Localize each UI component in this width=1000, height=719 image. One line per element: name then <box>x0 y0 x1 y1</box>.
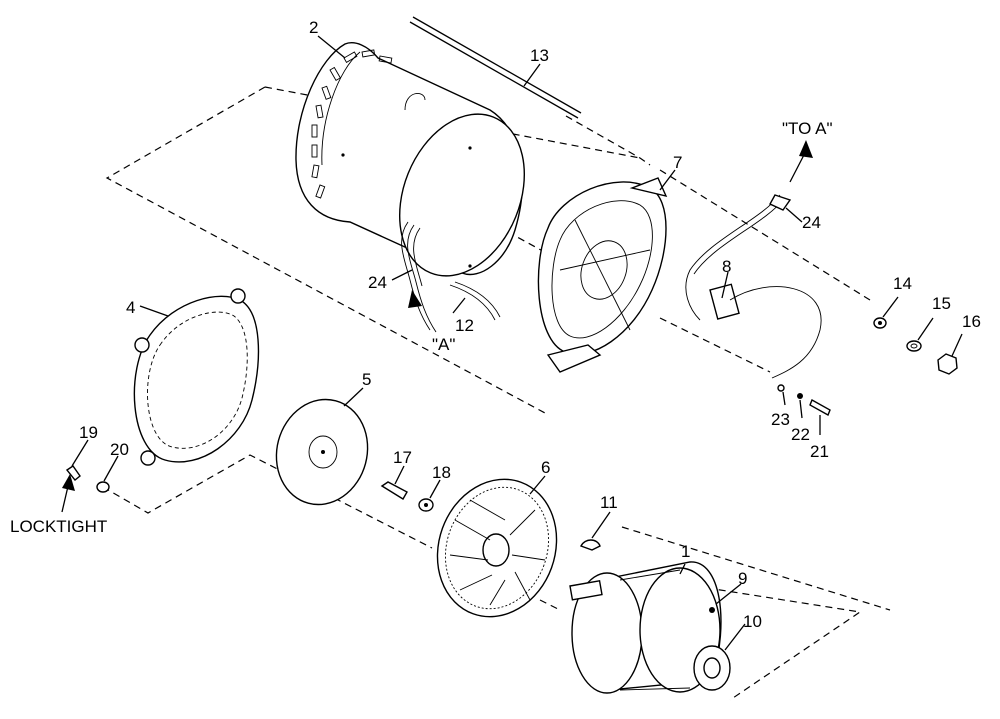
label-part-18: 18 <box>432 463 451 482</box>
parts-17-18-bolt-washer <box>380 481 434 512</box>
part-6-fan <box>436 478 558 618</box>
arrowheads <box>62 140 813 491</box>
part-8-wire-harness <box>685 194 822 379</box>
label-part-19: 19 <box>79 423 98 442</box>
label-part-7: 7 <box>673 153 682 172</box>
note-to-a: "TO A" <box>782 119 833 138</box>
parts-14-15-16-washers-nut <box>873 317 958 375</box>
label-part-11: 11 <box>600 493 618 512</box>
parts-21-22-23-screw <box>777 384 831 416</box>
part-13-stud-rod <box>409 16 582 119</box>
label-part-22: 22 <box>791 425 810 444</box>
label-part-16: 16 <box>962 312 981 331</box>
label-part-17: 17 <box>393 448 412 467</box>
label-part-10: 10 <box>743 612 762 631</box>
part-2-stator-housing <box>295 42 526 333</box>
label-part-1: 1 <box>681 542 690 561</box>
label-part-9: 9 <box>738 569 747 588</box>
label-part-20: 20 <box>110 440 129 459</box>
parts-19-20-bolt-washer <box>65 465 110 493</box>
housing-vent-slots <box>311 49 393 199</box>
part-labels: 1 2 4 5 6 7 8 9 10 11 12 13 14 15 16 17 … <box>79 18 981 631</box>
label-part-13: 13 <box>530 46 549 65</box>
part-7-end-bracket <box>537 177 668 373</box>
label-part-24-left: 24 <box>368 273 387 292</box>
label-part-21: 21 <box>810 442 829 461</box>
part-1-rotor <box>569 561 731 694</box>
label-part-5: 5 <box>362 370 371 389</box>
part-5-flex-plate <box>275 398 369 506</box>
note-locktight: LOCKTIGHT <box>10 517 107 536</box>
note-a: "A" <box>432 335 455 354</box>
label-part-23: 23 <box>771 410 790 429</box>
note-labels: "TO A" "A" LOCKTIGHT <box>10 119 833 536</box>
label-part-15: 15 <box>932 294 951 313</box>
label-part-12: 12 <box>455 316 474 335</box>
part-11-key <box>580 539 601 551</box>
label-part-8: 8 <box>722 257 731 276</box>
leader-lines <box>61 35 963 651</box>
label-part-6: 6 <box>541 458 550 477</box>
label-part-4: 4 <box>126 298 135 317</box>
label-part-14: 14 <box>893 274 912 293</box>
label-part-24-right: 24 <box>802 213 821 232</box>
part-4-adapter <box>133 288 260 466</box>
label-part-2: 2 <box>309 18 318 37</box>
